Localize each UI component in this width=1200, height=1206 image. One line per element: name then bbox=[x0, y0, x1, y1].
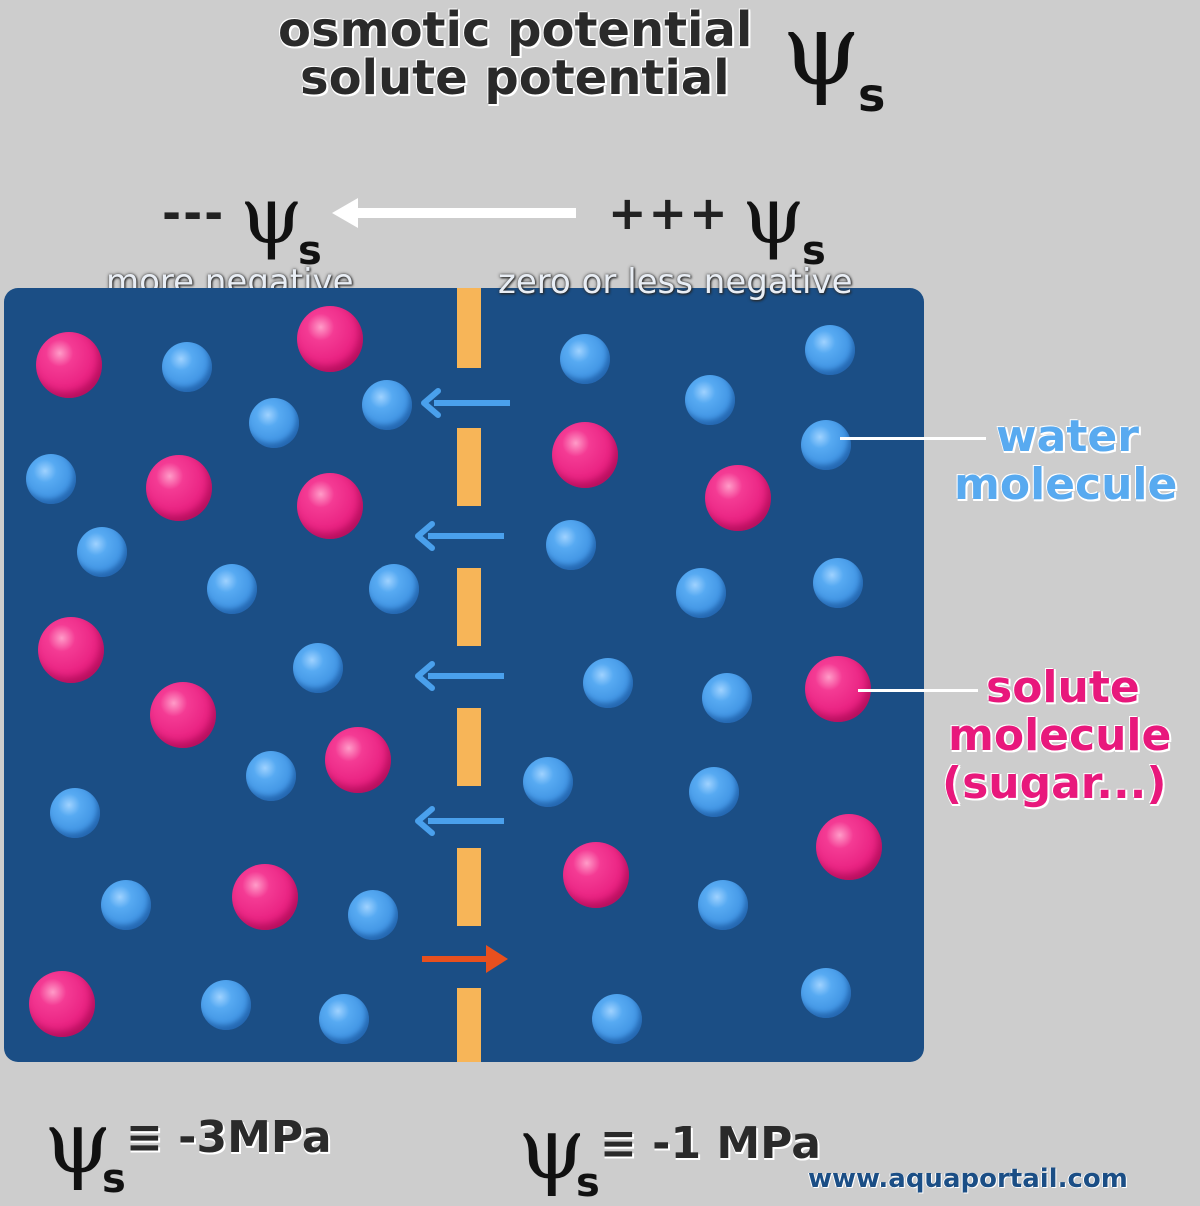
solute-molecule bbox=[232, 864, 298, 930]
water-molecule bbox=[813, 558, 863, 608]
water-molecule bbox=[583, 658, 633, 708]
water-molecule bbox=[592, 994, 642, 1044]
right-equation-value: ≡ -1 MPa bbox=[600, 1118, 821, 1169]
water-leader-line bbox=[840, 437, 986, 440]
water-molecule bbox=[26, 454, 76, 504]
solute-label-line-3: (sugar...) bbox=[942, 758, 1167, 809]
right-psi-symbol: ψ bbox=[742, 169, 805, 262]
right-plus-signs: +++ bbox=[608, 186, 730, 240]
water-flow-arrow bbox=[415, 521, 504, 551]
water-molecule bbox=[207, 564, 257, 614]
solute-molecule bbox=[552, 422, 618, 488]
water-molecule bbox=[77, 527, 127, 577]
water-molecule bbox=[689, 767, 739, 817]
solute-leader-line bbox=[858, 689, 978, 692]
solute-molecule bbox=[36, 332, 102, 398]
water-molecule bbox=[676, 568, 726, 618]
water-molecule bbox=[162, 342, 212, 392]
title-psi-subscript: s bbox=[858, 68, 886, 122]
left-equation-value: ≡ -3MPa bbox=[126, 1112, 332, 1163]
water-molecule bbox=[249, 398, 299, 448]
water-molecule bbox=[801, 420, 851, 470]
water-molecule bbox=[805, 325, 855, 375]
water-molecule bbox=[369, 564, 419, 614]
solute-molecule bbox=[29, 971, 95, 1037]
solute-molecule bbox=[705, 465, 771, 531]
solute-label-line-2: molecule bbox=[948, 710, 1172, 761]
membrane-dash bbox=[457, 428, 481, 506]
solute-molecule bbox=[297, 473, 363, 539]
solute-molecule bbox=[38, 617, 104, 683]
right-equation-subscript: s bbox=[576, 1160, 600, 1206]
water-molecule bbox=[348, 890, 398, 940]
membrane-dash bbox=[457, 848, 481, 926]
water-molecule bbox=[201, 980, 251, 1030]
water-flow-arrow bbox=[415, 806, 504, 836]
water-label-line-1: water bbox=[996, 411, 1139, 462]
water-flow-arrow bbox=[421, 388, 510, 418]
solute-flow-arrow bbox=[422, 945, 508, 973]
water-molecule bbox=[319, 994, 369, 1044]
right-equation-psi: ψ bbox=[518, 1099, 586, 1199]
water-molecule bbox=[293, 643, 343, 693]
right-psi-subscript: s bbox=[802, 228, 826, 274]
water-molecule bbox=[101, 880, 151, 930]
solute-label-line-1: solute bbox=[986, 662, 1140, 713]
left-psi-symbol: ψ bbox=[240, 169, 303, 262]
membrane-dash bbox=[457, 708, 481, 786]
solute-molecule bbox=[816, 814, 882, 880]
membrane-dash bbox=[457, 288, 481, 368]
water-molecule bbox=[362, 380, 412, 430]
right-caption: zero or less negative bbox=[498, 262, 853, 302]
solute-molecule bbox=[150, 682, 216, 748]
membrane-dash bbox=[457, 988, 481, 1062]
title-line-2: solute potential bbox=[300, 50, 730, 106]
membrane-dash bbox=[457, 568, 481, 646]
water-flow-arrow bbox=[415, 661, 504, 691]
solute-molecule bbox=[297, 306, 363, 372]
left-equation-subscript: s bbox=[102, 1156, 126, 1202]
solute-molecule bbox=[146, 455, 212, 521]
solution-panel bbox=[4, 288, 924, 1062]
title-psi-symbol: ψ bbox=[782, 0, 861, 108]
website-link[interactable]: www.aquaportail.com bbox=[808, 1164, 1128, 1194]
water-molecule bbox=[546, 520, 596, 570]
water-molecule bbox=[246, 751, 296, 801]
water-molecule bbox=[560, 334, 610, 384]
left-minus-signs: --- bbox=[162, 186, 226, 240]
water-molecule bbox=[698, 880, 748, 930]
solute-molecule bbox=[563, 842, 629, 908]
water-molecule bbox=[523, 757, 573, 807]
left-equation-psi: ψ bbox=[44, 1093, 112, 1193]
left-psi-subscript: s bbox=[298, 228, 322, 274]
water-molecule bbox=[801, 968, 851, 1018]
solute-molecule bbox=[325, 727, 391, 793]
water-molecule bbox=[50, 788, 100, 838]
water-molecule bbox=[702, 673, 752, 723]
water-molecule bbox=[685, 375, 735, 425]
water-label-line-2: molecule bbox=[954, 459, 1178, 510]
gradient-arrow bbox=[332, 198, 576, 228]
title-line-1: osmotic potential bbox=[278, 2, 753, 58]
